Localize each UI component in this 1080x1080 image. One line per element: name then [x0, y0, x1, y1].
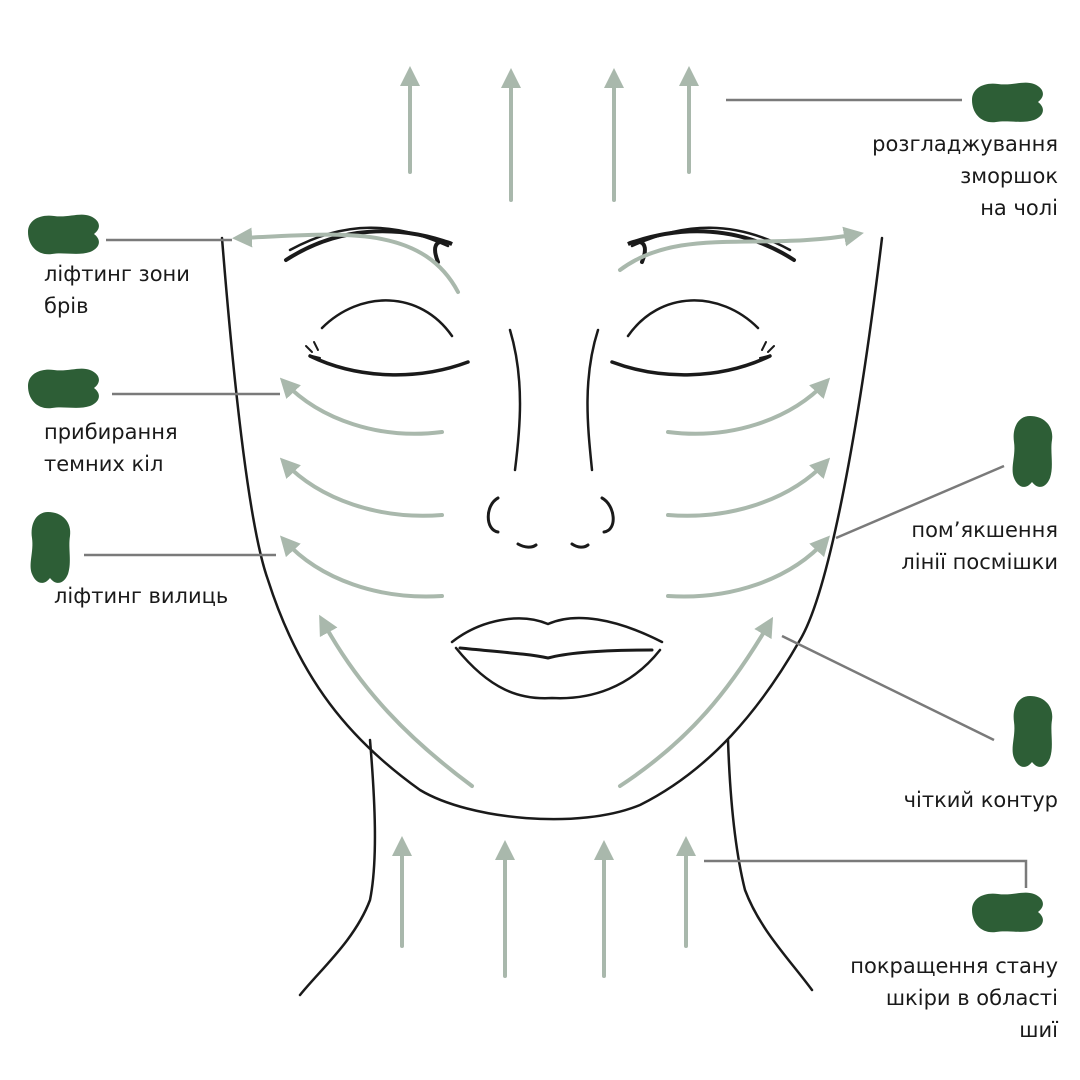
leader-neck: [704, 859, 1028, 888]
arrow-smile-left: [279, 535, 444, 599]
brow-left: [284, 229, 453, 264]
brow-left-upper: [288, 226, 450, 252]
label-line: ліфтинг зони: [44, 262, 190, 286]
gua-sha-stone-icon: [28, 368, 99, 409]
leader-lines: [84, 98, 1028, 888]
arrow-smile-right: [666, 535, 831, 599]
arrow-jaw-right: [618, 616, 774, 788]
nostril-right: [570, 496, 615, 549]
label-line: пом’якшення: [911, 518, 1058, 542]
label-brow-lifting: ліфтинг зони брів: [44, 258, 190, 322]
lips-mouth-line: [458, 646, 654, 660]
arrow-jaw-left: [319, 614, 474, 788]
arrow-brow-left: [232, 227, 460, 294]
lashes-left: [305, 341, 321, 359]
label-line: шиї: [1019, 1018, 1058, 1042]
label-line: прибирання: [44, 420, 178, 444]
gua-sha-stone-icon: [30, 512, 71, 583]
nose-left: [508, 328, 522, 472]
label-line: чіткий контур: [903, 788, 1058, 812]
arrow-cheek-left: [279, 457, 444, 518]
massage-arrows: [232, 66, 864, 978]
face-outline: [220, 226, 884, 997]
face-contour: [220, 236, 884, 821]
label-neck-skin: покращення стану шкіри в області шиї: [850, 950, 1058, 1046]
label-line: зморшок: [960, 164, 1058, 188]
lips-lower: [454, 646, 662, 700]
leader-contour: [781, 634, 995, 742]
label-dark-circles: прибирання темних кіл: [44, 416, 178, 480]
neck-left: [298, 738, 377, 997]
eye-left: [308, 354, 470, 377]
label-cheekbone-lifting: ліфтинг вилиць: [54, 580, 228, 612]
lips-upper: [450, 616, 664, 644]
label-clear-contour: чіткий контур: [904, 784, 1058, 816]
arrow-eye-left: [279, 377, 444, 436]
eyelid-crease-left: [320, 299, 454, 338]
label-line: ліфтинг вилиць: [54, 584, 229, 608]
brow-right: [627, 229, 796, 264]
gua-sha-stone-icon: [28, 214, 99, 255]
lashes-right: [759, 341, 775, 359]
label-smile-lines: пом’якшення лінії посмішки: [901, 514, 1058, 578]
nostril-left: [486, 496, 538, 549]
neck-right: [726, 738, 814, 992]
gua-sha-stone-icon: [972, 82, 1043, 123]
gua-sha-stone-icon: [1012, 416, 1053, 487]
label-line: розгладжування: [872, 132, 1058, 156]
arrow-brow-right: [618, 226, 864, 272]
gua-sha-stone-icon: [972, 892, 1043, 933]
label-line: шкіри в області: [885, 986, 1058, 1010]
label-line: покращення стану: [850, 954, 1058, 978]
eyelid-crease-right: [626, 299, 760, 338]
gua-sha-stone-icon: [1012, 696, 1053, 767]
label-forehead-wrinkles: розгладжування зморшок на чолі: [872, 128, 1058, 224]
label-line: лінії посмішки: [901, 550, 1058, 574]
arrow-eye-right: [666, 377, 831, 436]
arrow-cheek-right: [666, 457, 831, 518]
label-line: на чолі: [980, 196, 1058, 220]
eye-right: [610, 354, 772, 377]
label-line: брів: [44, 294, 89, 318]
label-line: темних кіл: [44, 452, 164, 476]
leader-smile-lines: [835, 464, 1005, 540]
nose-right: [586, 328, 600, 472]
